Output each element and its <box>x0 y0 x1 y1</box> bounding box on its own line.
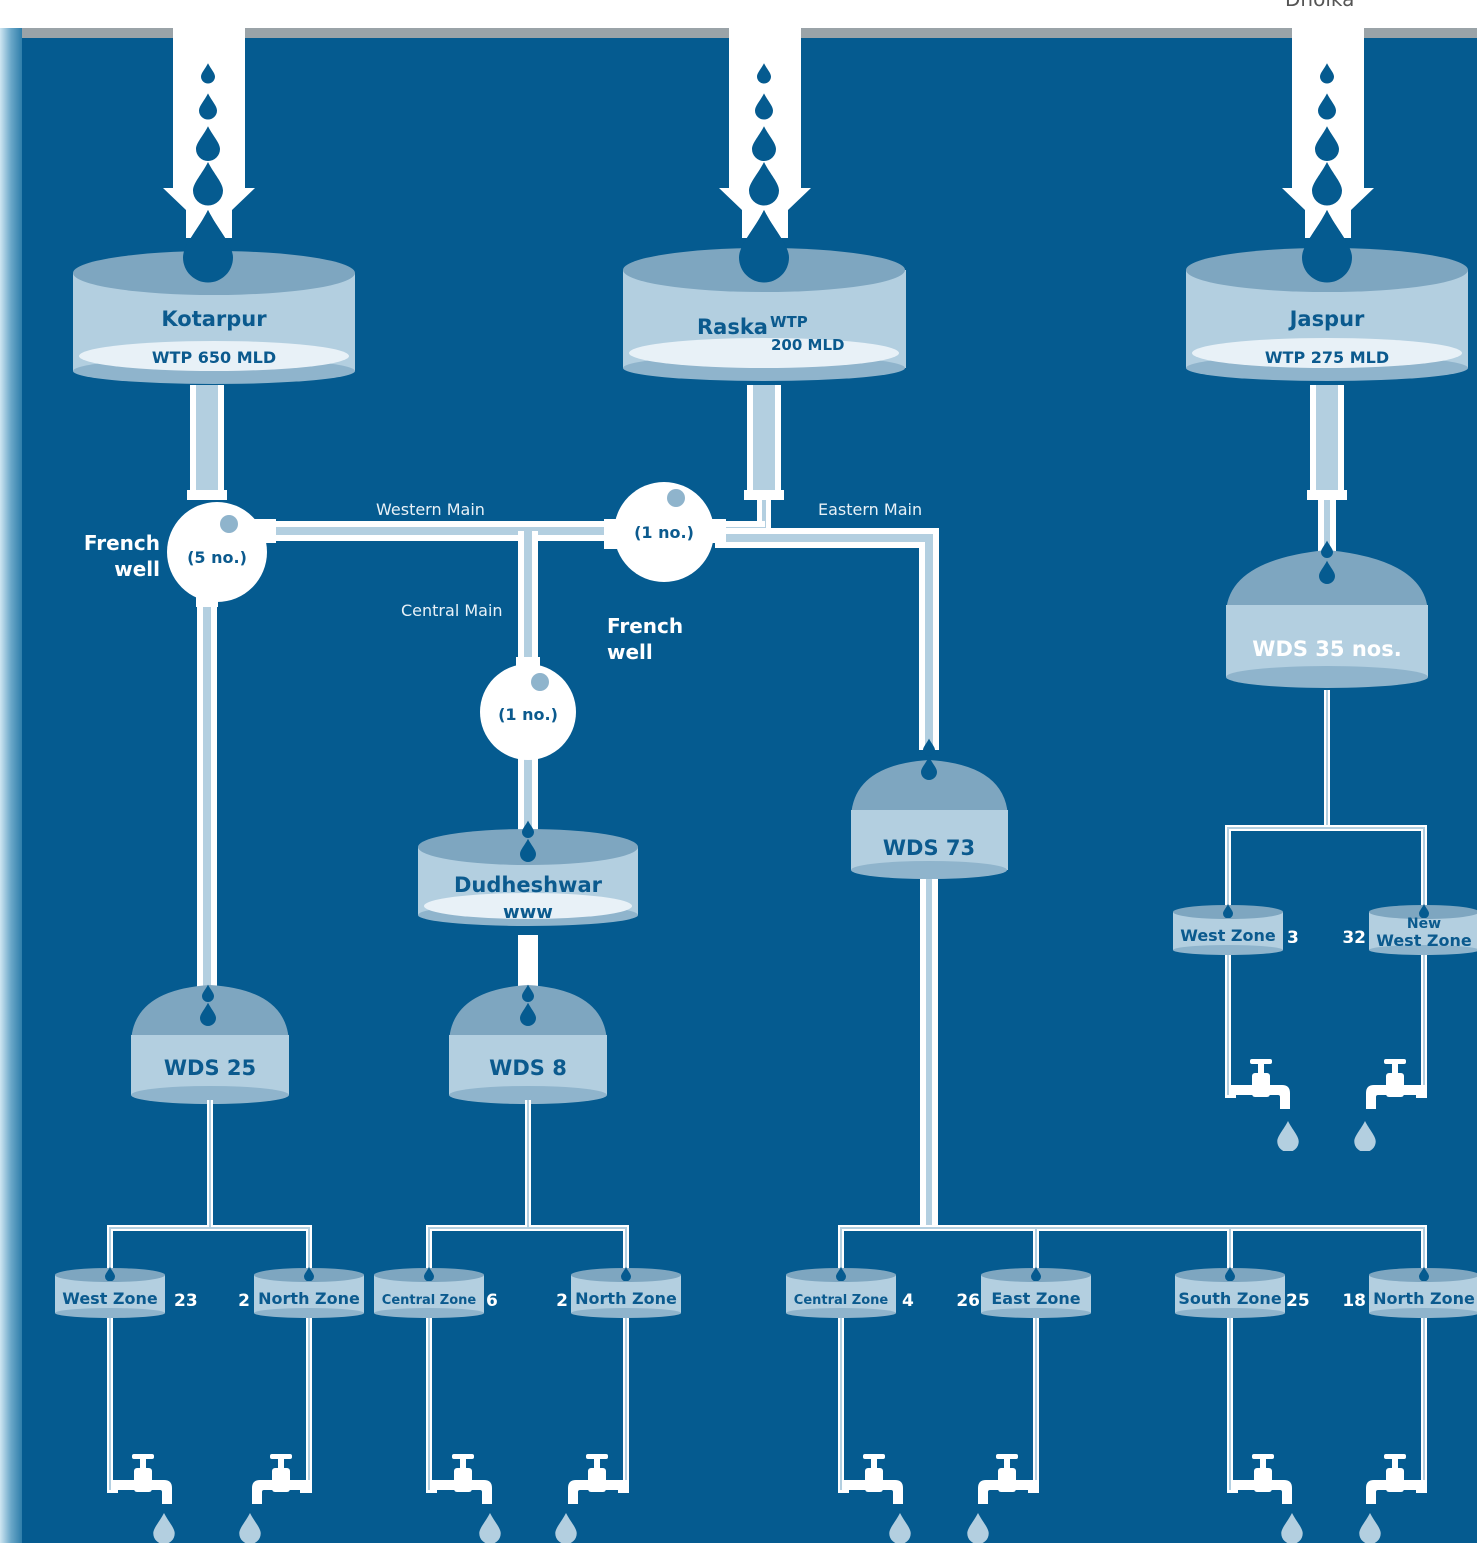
eastern-main-label: Eastern Main <box>818 500 922 519</box>
wds-8-label: WDS 8 <box>489 1056 567 1080</box>
branch-pipes-inner <box>109 827 1425 1490</box>
wds-73-tank <box>851 738 1008 879</box>
french-well-mid-label-1: French <box>607 614 683 638</box>
zone-tank-3: Central Zone 6 <box>374 1267 498 1318</box>
zone-count-3: 6 <box>486 1291 498 1311</box>
dudheshwar-name: Dudheshwar <box>454 873 603 897</box>
zone-label-1: West Zone <box>62 1289 158 1308</box>
zone-count-10: 32 <box>1342 928 1366 948</box>
french-well-mid <box>604 482 726 582</box>
french-well-left-count: (5 no.) <box>187 548 247 567</box>
zone-tank-1: West Zone 23 <box>55 1267 198 1318</box>
zone-count-6: 26 <box>956 1291 980 1311</box>
zone-tank-4: North Zone 2 <box>556 1267 681 1318</box>
raska-capacity: 200 MLD <box>771 336 844 354</box>
zone-label-7: South Zone <box>1178 1289 1282 1308</box>
french-well-central <box>480 664 576 760</box>
zone-count-4: 2 <box>556 1291 568 1311</box>
zone-label-2: North Zone <box>258 1289 360 1308</box>
zone-label-6: East Zone <box>991 1289 1080 1308</box>
zone-label-5: Central Zone <box>794 1293 889 1308</box>
zone-count-1: 23 <box>174 1291 198 1311</box>
wds-73-label: WDS 73 <box>883 836 975 860</box>
dudheshwar-tank <box>418 820 638 926</box>
zone-tank-9: West Zone 3 <box>1173 904 1299 955</box>
intake-jaspur <box>1282 28 1374 283</box>
zone-count-7: 25 <box>1286 1291 1310 1311</box>
zone-label-4: North Zone <box>575 1289 677 1308</box>
zone-tank-2: North Zone 2 <box>238 1267 364 1318</box>
zone-tank-8: North Zone 18 <box>1342 1267 1477 1318</box>
zone-label-10-line-1: New <box>1407 916 1441 932</box>
zone-tank-6: East Zone 26 <box>956 1267 1091 1318</box>
zone-label-8: North Zone <box>1373 1289 1475 1308</box>
french-well-left-label-2: well <box>114 557 160 581</box>
wds-25-tank <box>131 984 289 1104</box>
top-white-band <box>0 0 1477 28</box>
zone-count-8: 18 <box>1342 1291 1366 1311</box>
zone-label-9: West Zone <box>1180 926 1276 945</box>
kotarpur-capacity: WTP 650 MLD <box>152 348 276 367</box>
raska-wtp: WTP <box>770 313 808 331</box>
pipes <box>187 385 1347 1228</box>
french-well-left <box>167 502 276 607</box>
left-water-strip <box>0 0 22 1543</box>
french-well-central-count: (1 no.) <box>498 705 558 724</box>
zone-count-2: 2 <box>238 1291 250 1311</box>
zone-count-5: 4 <box>902 1291 914 1311</box>
wds-25-label: WDS 25 <box>164 1056 256 1080</box>
french-well-left-label-1: French <box>84 531 160 555</box>
wtp-raska <box>623 210 906 381</box>
central-main-label: Central Main <box>401 601 503 620</box>
wds-35-tank <box>1226 540 1428 688</box>
wds-35-label: WDS 35 nos. <box>1252 637 1401 661</box>
wtp-jaspur <box>1186 210 1468 381</box>
zone-label-10-line-2: West Zone <box>1376 931 1472 950</box>
wtp-kotarpur <box>73 210 355 384</box>
kotarpur-name: Kotarpur <box>161 307 267 331</box>
zone-label-3: Central Zone <box>382 1293 477 1308</box>
zone-count-9: 3 <box>1287 928 1299 948</box>
jaspur-name: Jaspur <box>1288 307 1365 331</box>
raska-name: Raska <box>697 315 768 339</box>
french-well-mid-label-2: well <box>607 640 653 664</box>
jaspur-capacity: WTP 275 MLD <box>1265 348 1389 367</box>
dudheshwar-sub: www <box>503 902 553 923</box>
zone-tank-5: Central Zone 4 <box>786 1267 914 1318</box>
french-well-mid-count: (1 no.) <box>634 523 694 542</box>
western-main-label: Western Main <box>376 500 485 519</box>
wds-8-tank <box>449 984 607 1104</box>
top-right-text: Dholka <box>1285 0 1354 11</box>
